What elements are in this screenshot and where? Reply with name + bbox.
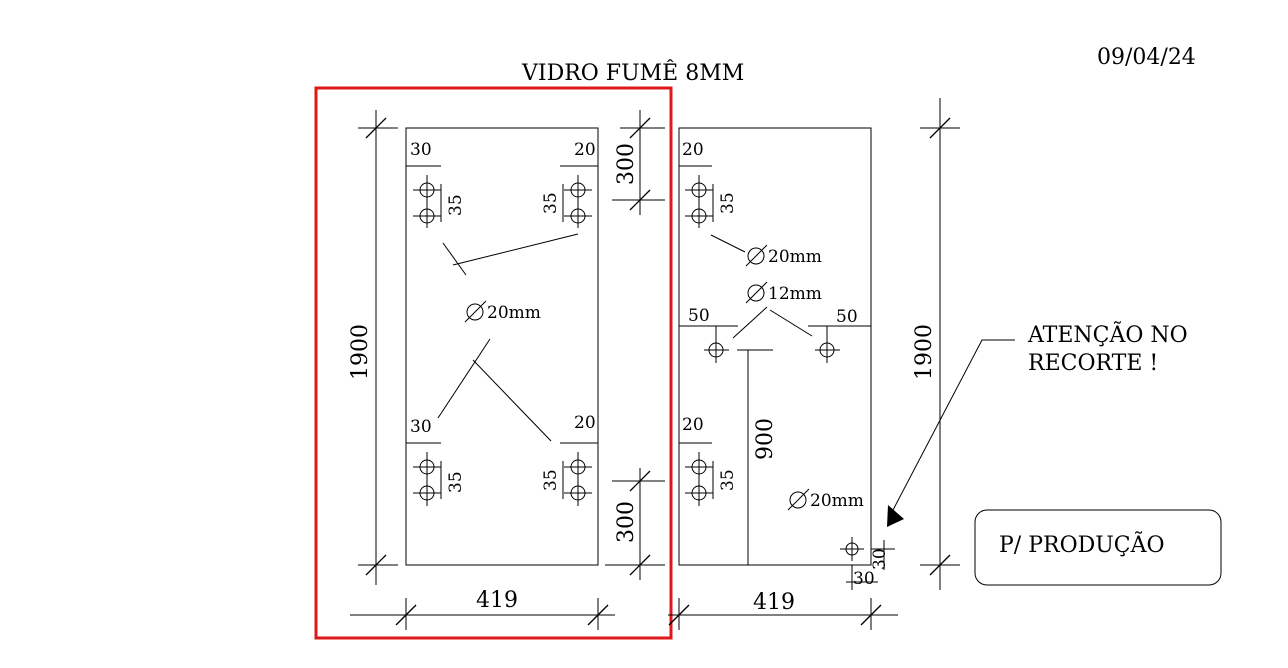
right-hole-label-mid: 12mm bbox=[768, 284, 822, 304]
drawing-title: VIDRO FUMÊ 8MM bbox=[521, 59, 744, 86]
left-bottom-offset-dimension bbox=[605, 468, 665, 580]
left-bottom-offset-label: 300 bbox=[614, 501, 639, 543]
right-edge-label-top: 20 bbox=[682, 140, 704, 160]
diameter-icon bbox=[745, 244, 768, 267]
hole-pair-top-right bbox=[562, 175, 592, 228]
right-spacing-label-bottom: 35 bbox=[718, 469, 738, 491]
left-top-offset-label: 300 bbox=[614, 143, 639, 185]
left-panel-outline bbox=[405, 127, 599, 566]
right-cutout-x-label: 30 bbox=[853, 569, 875, 589]
left-edge-label-bl: 30 bbox=[410, 417, 432, 437]
right-cutout-y-label: 30 bbox=[870, 548, 890, 570]
right-width-dimension bbox=[668, 598, 898, 630]
left-edge-label-tr: 20 bbox=[574, 140, 596, 160]
diameter-icon bbox=[464, 300, 487, 323]
left-height-label: 1900 bbox=[348, 324, 373, 380]
left-spacing-label-bl: 35 bbox=[446, 471, 466, 493]
hole-pair-top-left bbox=[413, 175, 442, 228]
right-hole-pair-bottom bbox=[685, 452, 714, 506]
right-glass-panel: 20 20 35 35 20mm 12mm 50 50 bbox=[668, 98, 960, 630]
left-hole-label: 20mm bbox=[487, 303, 541, 323]
right-hole-label-top: 20mm bbox=[768, 247, 822, 267]
production-stamp: P/ PRODUÇÃO bbox=[974, 509, 1222, 586]
diameter-icon bbox=[787, 488, 810, 511]
left-height-dimension bbox=[358, 110, 398, 585]
hole-pair-bottom-right bbox=[562, 452, 592, 506]
right-cutout-label: 20mm bbox=[810, 491, 864, 511]
warning-note: ATENÇÃO NO RECORTE ! bbox=[887, 320, 1188, 527]
right-hole-pair-top bbox=[685, 175, 714, 228]
right-panel-outline bbox=[678, 127, 872, 566]
left-spacing-label-tl: 35 bbox=[446, 194, 466, 216]
right-mid-hole-right bbox=[815, 326, 840, 363]
production-stamp-label: P/ PRODUÇÃO bbox=[999, 530, 1165, 558]
arrow-icon bbox=[887, 505, 904, 527]
left-glass-panel: 30 20 30 20 35 35 35 35 20mm 1900 bbox=[348, 110, 665, 630]
left-edge-label-br: 20 bbox=[574, 413, 596, 433]
left-spacing-label-tr: 35 bbox=[541, 192, 561, 214]
right-height-label: 1900 bbox=[912, 324, 937, 380]
warning-line-2: RECORTE ! bbox=[1028, 351, 1158, 376]
left-edge-label-tl: 30 bbox=[410, 140, 432, 160]
right-mid-hole-left bbox=[704, 326, 729, 363]
right-spacing-label-top: 35 bbox=[718, 192, 738, 214]
selection-highlight[interactable] bbox=[314, 86, 673, 640]
left-top-offset-dimension bbox=[612, 110, 665, 215]
right-mid-label-left: 50 bbox=[688, 306, 710, 326]
left-spacing-label-br: 35 bbox=[541, 469, 561, 491]
right-edge-label-bottom: 20 bbox=[682, 415, 704, 435]
right-width-label: 419 bbox=[753, 590, 795, 615]
right-mid-height-label: 900 bbox=[753, 418, 778, 460]
diameter-icon bbox=[745, 281, 768, 304]
right-mid-label-right: 50 bbox=[836, 307, 858, 327]
left-width-label: 419 bbox=[476, 588, 518, 613]
left-width-dimension bbox=[350, 598, 615, 630]
warning-line-1: ATENÇÃO NO bbox=[1027, 320, 1188, 348]
right-height-dimension bbox=[920, 98, 960, 590]
corner-cutout bbox=[840, 537, 895, 590]
hole-pair-bottom-left bbox=[413, 452, 442, 506]
drawing-date: 09/04/24 bbox=[1097, 45, 1196, 70]
